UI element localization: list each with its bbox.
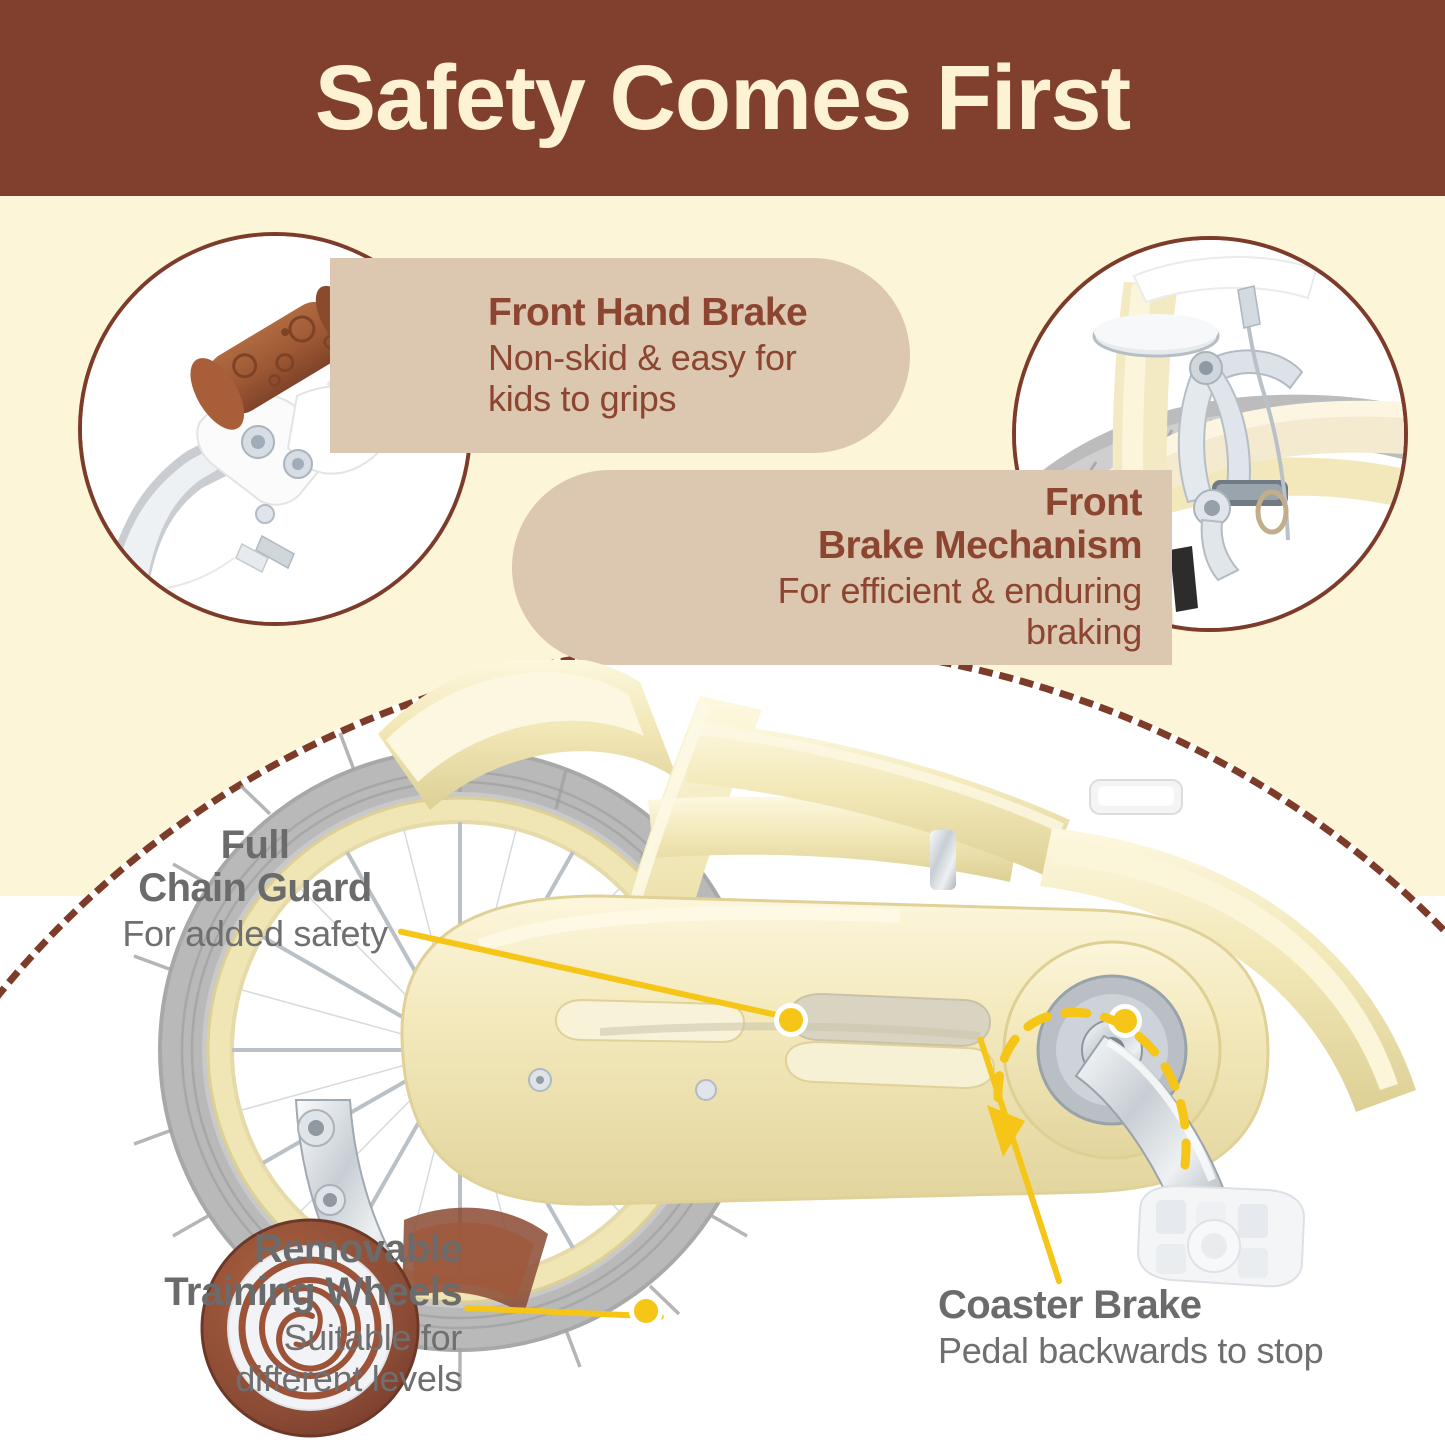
page-header: Safety Comes First <box>0 0 1445 196</box>
training-wheels-title: Removable Training Wheels <box>62 1227 463 1315</box>
front-hand-brake-pill: Front Hand Brake Non-skid & easy for kid… <box>330 258 910 453</box>
front-brake-mechanism-sub-line2: braking <box>1026 611 1142 653</box>
training-wheels-sub-line1: Suitable for <box>283 1317 462 1359</box>
coaster-brake-subtitle: Pedal backwards to stop <box>938 1330 1324 1372</box>
bike-rear-assembly-photo <box>0 660 1445 1445</box>
training-wheels-title-line1: Removable <box>253 1227 463 1271</box>
training-wheels-title-line2: Training Wheels <box>164 1270 462 1315</box>
chain-guard-callout-dot <box>774 1003 808 1037</box>
bike-pedal <box>1136 1184 1306 1288</box>
front-brake-mechanism-pill: Front Brake Mechanism For efficient & en… <box>512 470 1172 665</box>
front-brake-mechanism-title-line2: Brake Mechanism <box>817 524 1143 568</box>
training-wheels-callout-dot <box>629 1294 663 1328</box>
chain-guard-callout: Full Chain Guard For added safety <box>95 823 415 955</box>
training-wheels-sub-line2: different levels <box>235 1357 462 1399</box>
removable-training-wheel <box>200 1218 420 1438</box>
chain-guard-title-line1: Full <box>220 823 290 867</box>
chain-guard-title-line2: Chain Guard <box>138 866 372 911</box>
page-title: Safety Comes First <box>314 47 1131 149</box>
coaster-brake-callout: Coaster Brake Pedal backwards to stop <box>938 1283 1388 1372</box>
front-hand-brake-sub-line2: kids to grips <box>488 377 677 419</box>
front-brake-mechanism-title: Front Brake Mechanism <box>574 481 1143 568</box>
pedal-rotation-arrow <box>987 1007 1191 1170</box>
chain-guard-title: Full Chain Guard <box>95 823 415 911</box>
chain-guard-subtitle: For added safety <box>122 913 388 955</box>
front-brake-mechanism-sub-line1: For efficient & enduring <box>777 570 1143 611</box>
front-brake-mechanism-subtitle: For efficient & enduring braking <box>574 570 1143 653</box>
front-hand-brake-subtitle: Non-skid & easy for kids to grips <box>488 337 848 420</box>
training-wheels-subtitle: Suitable for different levels <box>62 1318 462 1399</box>
rear-fender <box>378 660 678 810</box>
front-hand-brake-sub-line1: Non-skid & easy for <box>488 336 797 378</box>
front-brake-mechanism-title-line1: Front <box>1044 481 1143 525</box>
training-wheels-callout: Removable Training Wheels Suitable for d… <box>62 1227 463 1399</box>
bike-illustration <box>133 660 1416 1438</box>
coaster-brake-title: Coaster Brake <box>938 1283 1202 1327</box>
front-hand-brake-title: Front Hand Brake <box>488 290 808 334</box>
